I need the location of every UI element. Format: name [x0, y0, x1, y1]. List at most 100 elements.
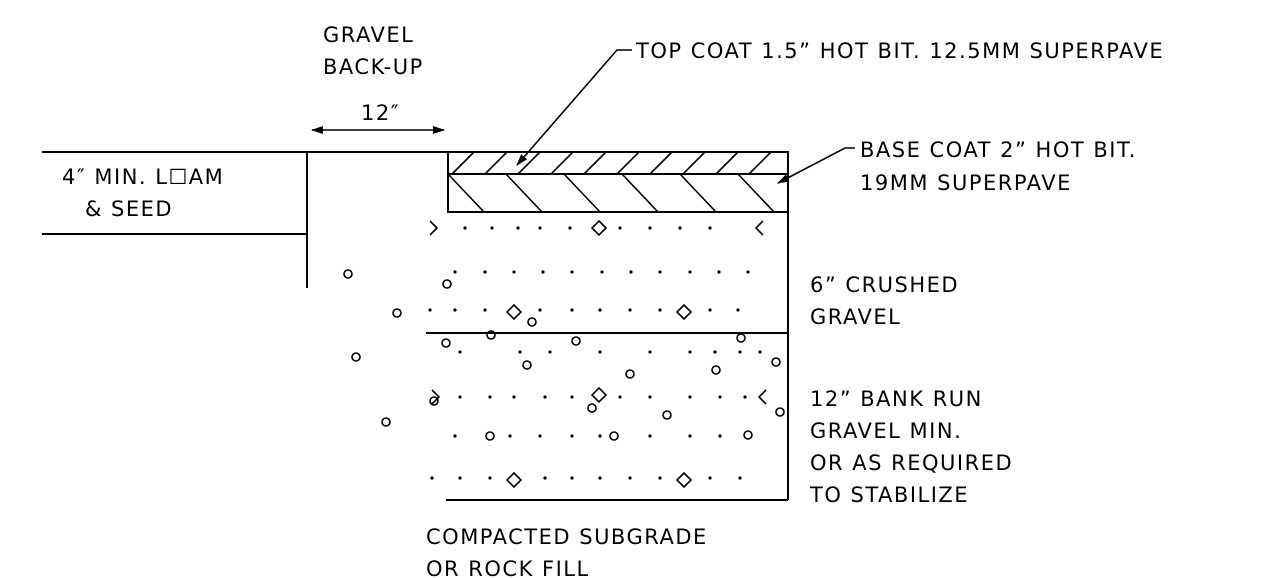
gravel-layers — [426, 212, 789, 501]
top-coat-label: TOP COAT 1.5” HOT BIT. 12.5MM SUPERPAVE — [635, 39, 1164, 63]
gravel-dot — [598, 476, 602, 480]
gravel-stone — [485, 431, 495, 441]
base-coat-hatch — [621, 173, 659, 213]
base-coat-layer — [447, 173, 789, 213]
gravel-dot — [516, 226, 520, 230]
gravel-dot — [658, 270, 662, 274]
top-coat-layer — [447, 151, 789, 175]
gravel-dot — [453, 308, 457, 312]
gravel-rock — [590, 219, 608, 237]
gravel-dot — [628, 308, 632, 312]
gravel-dot — [628, 476, 632, 480]
gravel-dot — [708, 476, 712, 480]
gravel-stone — [775, 407, 785, 417]
bank-run-label-line3: OR AS REQUIRED — [810, 451, 1013, 475]
gravel-dot — [570, 308, 574, 312]
gravel-dot — [746, 270, 750, 274]
gravel-stone — [743, 430, 753, 440]
gravel-stone — [662, 410, 672, 420]
gravel-stone — [522, 360, 532, 370]
top-coat-hatch — [583, 151, 607, 175]
gravel-rock — [590, 386, 608, 404]
dimension-label: 12″ — [361, 101, 400, 125]
subgrade-label-line1: COMPACTED SUBGRADE — [426, 525, 708, 549]
gravel-dot — [570, 270, 574, 274]
gravel-dot — [488, 395, 492, 399]
base-coat-hatch — [563, 173, 601, 213]
gravel-dot — [717, 270, 721, 274]
bank-run-label-line2: GRAVEL MIN. — [810, 419, 962, 443]
gravel-dot — [453, 270, 457, 274]
gravel-dot — [738, 476, 742, 480]
gravel-dot — [678, 226, 682, 230]
gravel-stone — [442, 279, 452, 289]
top-coat-hatch — [616, 151, 640, 175]
gravel-dot — [512, 270, 516, 274]
gravel-dot — [688, 350, 692, 354]
gravel-stone — [711, 365, 721, 375]
gravel-stone — [486, 330, 496, 340]
gravel-stone — [571, 336, 581, 346]
gravel-dot — [508, 434, 512, 438]
gravel-stone — [587, 403, 597, 413]
gravel-dot — [598, 350, 602, 354]
top-coat-hatch — [649, 151, 673, 175]
base-coat-hatch — [505, 173, 543, 213]
top-coat-hatch — [748, 151, 772, 175]
gravel-dot — [598, 434, 602, 438]
aggregate-symbols — [343, 219, 785, 489]
gravel-dot — [736, 308, 740, 312]
subgrade-label-line2: OR ROCK FILL — [426, 557, 590, 578]
base-coat-hatch — [737, 173, 775, 213]
gravel-dot — [488, 476, 492, 480]
gravel-dot — [538, 308, 542, 312]
top-coat-leader — [516, 49, 632, 166]
gravel-stone — [527, 317, 537, 327]
gravel-dot — [648, 226, 652, 230]
top-coat-hatch — [550, 151, 574, 175]
gravel-dot — [570, 395, 574, 399]
gravel-dot — [483, 270, 487, 274]
loam-seed-label-line1: 4″ MIN. L☐AM — [62, 165, 224, 189]
gravel-dot — [463, 226, 467, 230]
gravel-dot — [648, 350, 652, 354]
gravel-dot — [458, 350, 462, 354]
gravel-dot — [538, 434, 542, 438]
gravel-stone — [351, 352, 361, 362]
gravel-dot — [543, 476, 547, 480]
gravel-rock — [505, 303, 523, 321]
gravel-dot — [518, 350, 522, 354]
gravel-dot — [570, 476, 574, 480]
gravel-dot — [713, 350, 717, 354]
gravel-dot — [512, 395, 516, 399]
gravel-stone — [429, 396, 439, 406]
gravel-dot — [718, 434, 722, 438]
gravel-dot — [543, 395, 547, 399]
bank-run-label-line1: 12” BANK RUN — [810, 387, 983, 411]
top-coat-hatch — [451, 151, 475, 175]
loam-seed-label-line2: & SEED — [85, 197, 173, 221]
gravel-dot — [490, 226, 494, 230]
gravel-dot — [648, 434, 652, 438]
gravel-chevron — [429, 220, 439, 236]
bank-run-label-line4: TO STABILIZE — [809, 483, 969, 507]
gravel-stone — [625, 369, 635, 379]
gravel-stone — [771, 357, 781, 367]
loam-seed-layer — [42, 151, 308, 288]
gravel-dot — [618, 395, 622, 399]
base-coat-label-line2: 19MM SUPERPAVE — [860, 171, 1072, 195]
top-coat-hatch — [682, 151, 706, 175]
gravel-chevron — [431, 389, 441, 405]
gravel-dot — [538, 226, 542, 230]
base-coat-leader — [777, 147, 855, 184]
gravel-dot — [758, 350, 762, 354]
gravel-dot — [688, 434, 692, 438]
gravel-dot — [718, 395, 722, 399]
gravel-stone — [609, 431, 619, 441]
top-coat-hatch — [715, 151, 739, 175]
gravel-stone — [381, 417, 391, 427]
gravel-dot — [600, 270, 604, 274]
gravel-dot — [738, 350, 742, 354]
gravel-dot — [458, 395, 462, 399]
